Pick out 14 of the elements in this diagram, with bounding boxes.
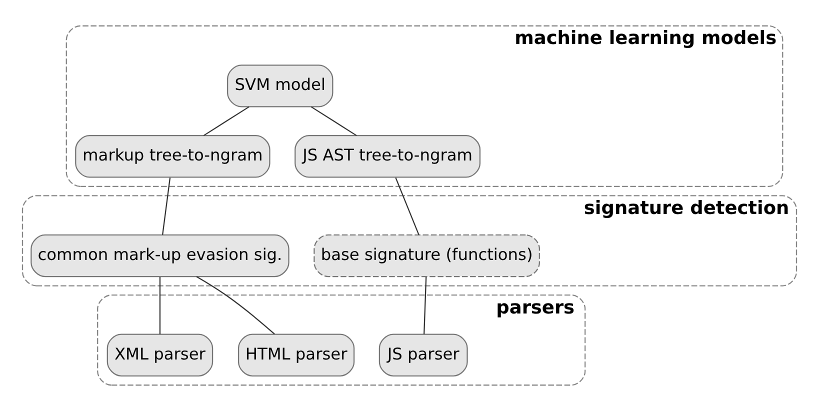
node-box: HTML parser <box>238 334 355 376</box>
connector <box>162 178 171 235</box>
connector <box>203 106 250 136</box>
node-box: common mark-up evasion sig. <box>30 234 290 278</box>
connector <box>159 277 161 334</box>
node-box: JS AST tree-to-ngram <box>294 135 481 178</box>
node-box: SVM model <box>226 64 334 108</box>
connector <box>395 177 420 236</box>
node-box: base signature (functions) <box>314 234 540 278</box>
connector <box>310 106 357 136</box>
node-box: XML parser <box>106 334 214 376</box>
node-box: JS parser <box>378 334 468 376</box>
node-box: markup tree-to-ngram <box>75 135 270 178</box>
connector <box>423 277 427 334</box>
